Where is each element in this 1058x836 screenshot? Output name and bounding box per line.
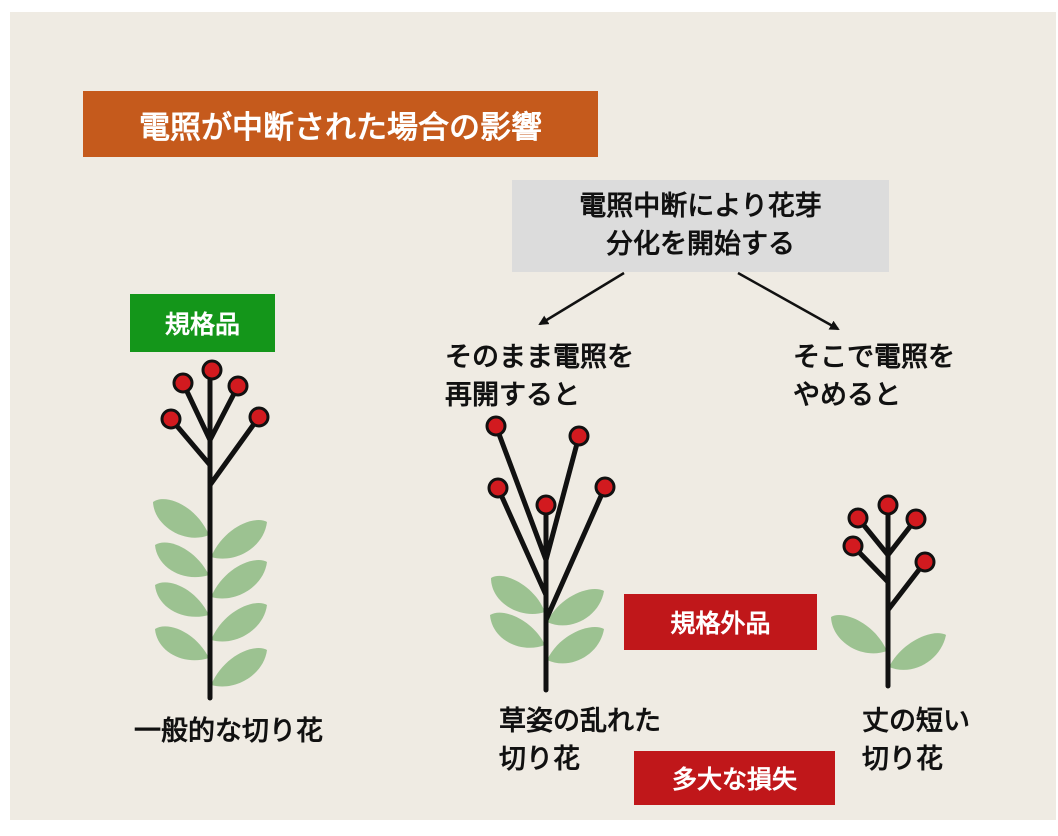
start-condition-line2: 分化を開始する — [606, 229, 795, 260]
branch-resume-label: そのまま電照を 再開すると — [445, 339, 634, 415]
diagram-title: 電照が中断された場合の影響 — [83, 91, 598, 157]
arrow-to-resume — [538, 271, 625, 326]
plant-messy-stems — [493, 423, 608, 693]
plant-short-label-line1: 丈の短い — [862, 706, 970, 737]
plant-short-flowers — [842, 494, 936, 573]
plant-normal — [153, 359, 270, 701]
plant-messy-leaves — [490, 575, 604, 664]
plant-short — [831, 494, 946, 689]
standard-product-badge: 規格品 — [130, 294, 275, 352]
nonstandard-product-badge: 規格外品 — [624, 594, 817, 650]
branch-resume-line2: 再開すると — [445, 380, 580, 411]
branch-stop-label: そこで電照を やめると — [793, 339, 955, 415]
arrow-to-stop — [737, 271, 840, 331]
plant-messy-label-line2: 切り花 — [499, 744, 580, 775]
branch-stop-line1: そこで電照を — [793, 342, 955, 373]
plant-normal-leaves — [153, 499, 267, 687]
plant-short-leaves — [831, 615, 946, 670]
plant-short-label-line2: 切り花 — [862, 744, 943, 775]
plant-normal-flowers — [160, 359, 270, 430]
branch-stop-line2: やめると — [793, 380, 901, 411]
plant-messy-flowers — [485, 415, 616, 516]
plant-short-label: 丈の短い 切り花 — [862, 703, 970, 779]
plant-messy-label: 草姿の乱れた 切り花 — [499, 703, 661, 779]
loss-badge: 多大な損失 — [634, 751, 835, 805]
start-condition-box: 電照中断により花芽 分化を開始する — [512, 180, 889, 272]
plant-messy-label-line1: 草姿の乱れた — [499, 706, 661, 737]
plant-normal-label: 一般的な切り花 — [134, 716, 323, 747]
branch-resume-line1: そのまま電照を — [445, 342, 634, 373]
start-condition-line1: 電照中断により花芽 — [579, 191, 822, 222]
plant-messy — [485, 415, 616, 693]
